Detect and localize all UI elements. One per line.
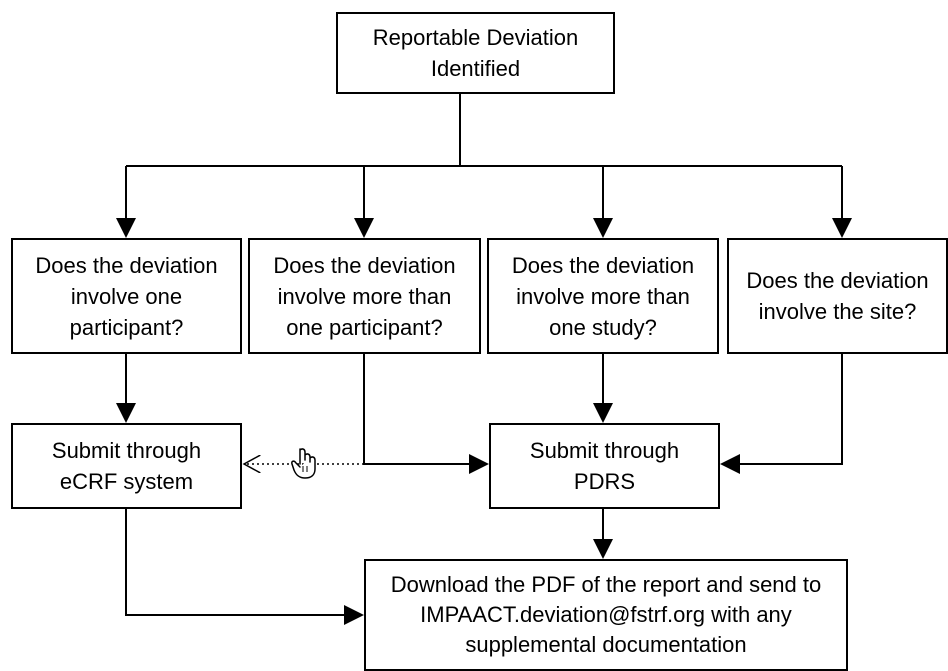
submit-ecrf-text: Submit through eCRF system xyxy=(51,438,202,494)
download-report-box: Download the PDF of the report and send … xyxy=(364,559,848,671)
question-multiple-studies-text: Does the deviation involve more than one… xyxy=(511,252,695,340)
question-one-participant-box: Does the deviation involve one participa… xyxy=(11,238,242,354)
reportable-deviation-box: Reportable Deviation Identified xyxy=(336,12,615,94)
submit-ecrf-box: Submit through eCRF system xyxy=(11,423,242,509)
question-one-participant-text: Does the deviation involve one participa… xyxy=(35,252,218,340)
question-site-box: Does the deviation involve the site? xyxy=(727,238,948,354)
question-multiple-participants-box: Does the deviation involve more than one… xyxy=(248,238,481,354)
question-multiple-participants-text: Does the deviation involve more than one… xyxy=(273,252,456,340)
download-report-text: Download the PDF of the report and send … xyxy=(390,572,822,657)
connector-question-2-to-pdrs xyxy=(363,354,489,474)
hand-pointer-icon xyxy=(291,448,316,479)
submit-pdrs-text: Submit through PDRS xyxy=(529,438,680,494)
question-multiple-studies-box: Does the deviation involve more than one… xyxy=(487,238,719,354)
question-site-text: Does the deviation involve the site? xyxy=(746,268,929,324)
reportable-deviation-text: Reportable Deviation Identified xyxy=(372,25,579,81)
connector-question-4-to-pdrs xyxy=(720,354,843,474)
submit-pdrs-box: Submit through PDRS xyxy=(489,423,720,509)
connector-ecrf-to-download xyxy=(125,509,364,625)
